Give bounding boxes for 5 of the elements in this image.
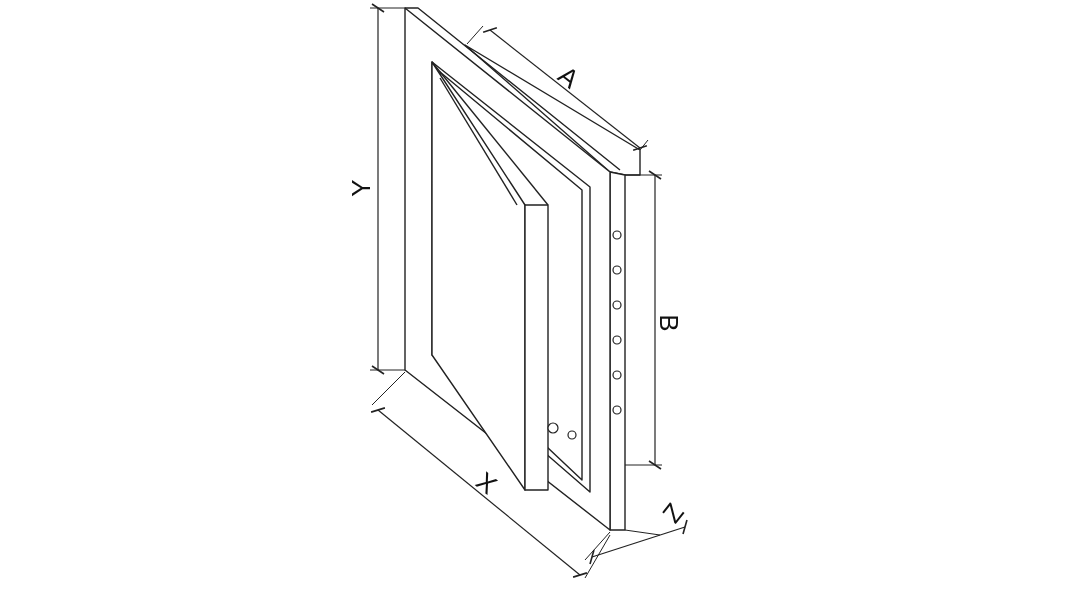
dimension-label: B bbox=[655, 314, 682, 332]
dimension-label: Y bbox=[347, 179, 374, 197]
dimension-label: X bbox=[471, 467, 502, 499]
dimension-label: Z bbox=[657, 498, 689, 528]
dimension-label: A bbox=[553, 61, 584, 93]
